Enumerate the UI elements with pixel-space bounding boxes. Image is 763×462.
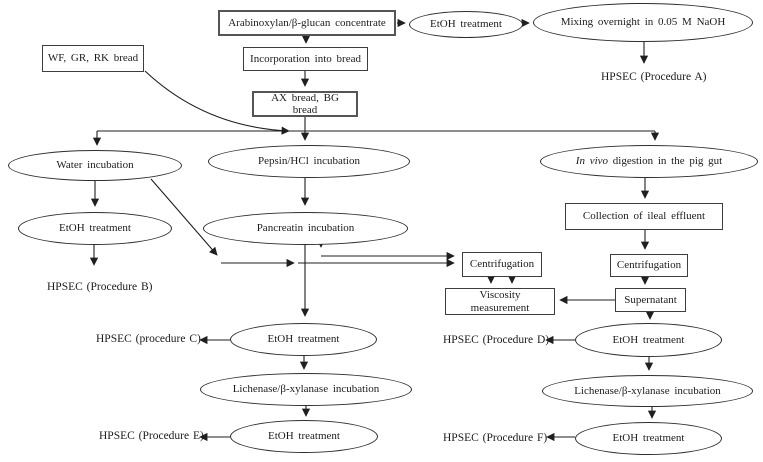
node-etoh-treatment-top: EtOH treatment [409, 11, 523, 38]
node-mixing-naoh-label: Mixing overnight in 0.05 M NaOH [560, 16, 726, 29]
node-centrifugation-right: Centrifugation [610, 254, 688, 277]
invivo-rest-text: digestion in the pig gut [608, 155, 723, 168]
node-etoh-treatment-right-label: EtOH treatment [612, 333, 685, 346]
node-pancreatin-incubation: Pancreatin incubation [203, 212, 408, 245]
node-etoh-treatment-center-label: EtOH treatment [267, 333, 340, 346]
node-etoh-treatment-center: EtOH treatment [230, 323, 377, 356]
node-etoh-treatment-right-bottom-label: EtOH treatment [612, 432, 685, 445]
node-invivo-digestion-label: In vivo digestion in the pig gut [576, 155, 722, 167]
node-collection-ileal-effluent: Collection of ileal effluent [565, 203, 723, 230]
node-pepsin-hcl-incubation-label: Pepsin/HCl incubation [258, 155, 360, 168]
node-lichenase-xylanase-right: Lichenase/β-xylanase incubation [542, 375, 753, 407]
label-hpsec-procedure-b: HPSEC (Procedure B) [47, 281, 153, 293]
node-arabinoxylan-concentrate-label: Arabinoxylan/β-glucan concentrate [228, 16, 386, 29]
node-arabinoxylan-concentrate: Arabinoxylan/β-glucan concentrate [218, 10, 396, 36]
invivo-italic-text: In vivo [575, 155, 609, 168]
node-pepsin-hcl-incubation: Pepsin/HCl incubation [208, 145, 410, 178]
label-hpsec-procedure-e: HPSEC (Procedure E) [99, 430, 204, 442]
node-wf-gr-rk-bread-label: WF, GR, RK bread [47, 52, 139, 65]
node-ax-bg-bread: AX bread, BG bread [252, 91, 358, 117]
node-supernatant-label: Supernatant [624, 293, 677, 306]
node-etoh-treatment-center-bottom: EtOH treatment [230, 420, 378, 453]
node-etoh-treatment-top-label: EtOH treatment [430, 18, 502, 31]
arrow-water-diagonal [150, 178, 218, 256]
node-supernatant: Supernatant [615, 288, 686, 312]
node-pancreatin-incubation-label: Pancreatin incubation [256, 222, 355, 235]
node-viscosity-measurement: Viscosity measurement [445, 288, 555, 315]
node-mixing-naoh: Mixing overnight in 0.05 M NaOH [533, 3, 753, 42]
node-centrifugation-mid-label: Centrifugation [469, 258, 535, 271]
label-hpsec-procedure-c: HPSEC (procedure C) [96, 333, 201, 345]
node-lichenase-xylanase-right-label: Lichenase/β-xylanase incubation [574, 384, 721, 397]
arrows [89, 18, 660, 442]
node-centrifugation-mid: Centrifugation [462, 252, 542, 277]
node-water-incubation-label: Water incubation [56, 159, 134, 172]
node-etoh-treatment-left: EtOH treatment [18, 212, 172, 245]
node-ax-bg-bread-label: AX bread, BG bread [271, 91, 339, 116]
node-etoh-treatment-center-bottom-label: EtOH treatment [268, 430, 340, 443]
node-collection-ileal-effluent-label: Collection of ileal effluent [582, 210, 706, 223]
node-wf-gr-rk-bread: WF, GR, RK bread [42, 45, 144, 72]
node-centrifugation-right-label: Centrifugation [616, 259, 682, 272]
node-etoh-treatment-right-bottom: EtOH treatment [575, 422, 722, 455]
node-invivo-digestion: In vivo digestion in the pig gut [540, 145, 758, 178]
node-lichenase-xylanase-center-label: Lichenase/β-xylanase incubation [232, 383, 380, 396]
label-hpsec-procedure-a: HPSEC (Procedure A) [601, 71, 707, 83]
node-incorporation-into-bread-label: Incorporation into bread [250, 52, 361, 65]
label-hpsec-procedure-f: HPSEC (Procedure F) [443, 432, 548, 444]
label-hpsec-procedure-d: HPSEC (Procedure D) [443, 334, 550, 346]
node-viscosity-measurement-label: Viscosity measurement [470, 289, 530, 314]
node-incorporation-into-bread: Incorporation into bread [243, 47, 368, 71]
node-water-incubation: Water incubation [8, 150, 182, 181]
node-etoh-treatment-left-label: EtOH treatment [59, 222, 131, 235]
node-lichenase-xylanase-center: Lichenase/β-xylanase incubation [200, 373, 412, 406]
curve-wf-bread-to-main-line [144, 70, 290, 135]
node-etoh-treatment-right: EtOH treatment [575, 323, 722, 357]
